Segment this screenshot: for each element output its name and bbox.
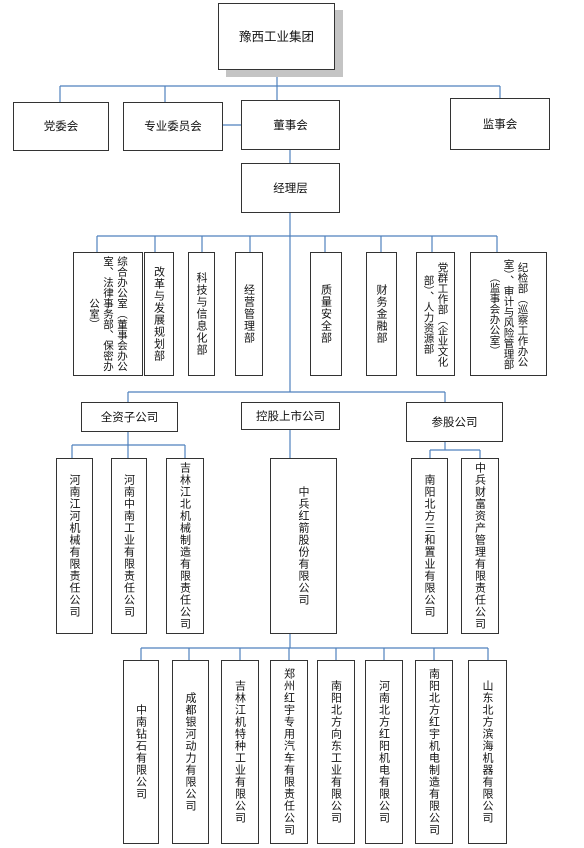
department-node: 党群工作部（企业文化部）、人力资源部 <box>416 252 455 376</box>
subsidiary-node: 郑州红宇专用汽车有限责任公司 <box>270 660 308 844</box>
company-label: 吉林江北机械制造有限责任公司 <box>178 462 192 630</box>
department-label: 财务金融部 <box>375 284 388 344</box>
department-label: 改革与发展规划部 <box>152 266 166 362</box>
party-committee-label: 党委会 <box>43 119 79 134</box>
department-node: 经营管理部 <box>235 252 263 376</box>
department-label: 综合办公室（董事会办公室、法律事务部、保密办公室） <box>88 256 128 372</box>
subsidiary-node: 南阳北方向东工业有限公司 <box>317 660 355 844</box>
root-node: 豫西工业集团 <box>218 3 335 70</box>
subsidiary-node: 河南北方红阳机电有限公司 <box>365 660 403 844</box>
department-node: 科技与信息化部 <box>188 252 215 376</box>
subsidiary-label: 郑州红宇专用汽车有限责任公司 <box>282 668 296 836</box>
company-node: 吉林江北机械制造有限责任公司 <box>166 458 204 634</box>
listed-group-node: 控股上市公司 <box>241 402 340 430</box>
board-node: 董事会 <box>241 100 340 150</box>
company-node: 河南中南工业有限责任公司 <box>111 458 147 634</box>
subsidiary-label: 吉林江机特种工业有限公司 <box>233 680 247 824</box>
listed-group-label: 控股上市公司 <box>256 408 325 423</box>
subsidiary-node: 南阳北方红宇机电制造有限公司 <box>415 660 453 844</box>
listed-company-node: 中兵红箭股份有限公司 <box>270 458 337 634</box>
company-label: 南阳北方三和置业有限公司 <box>423 474 436 618</box>
subsidiary-node: 山东北方滨海机器有限公司 <box>468 660 507 844</box>
department-label: 科技与信息化部 <box>195 272 208 356</box>
department-label: 经营管理部 <box>242 284 256 344</box>
department-label: 党群工作部（企业文化部）、人力资源部 <box>422 261 449 367</box>
management-node: 经理层 <box>241 163 340 213</box>
department-node: 改革与发展规划部 <box>144 252 174 376</box>
party-committee-node: 党委会 <box>13 102 109 151</box>
professional-committee-label: 专业委员会 <box>144 119 202 134</box>
company-node: 中兵财富资产管理有限责任公司 <box>461 458 499 634</box>
department-label: 质量安全部 <box>319 284 333 344</box>
management-label: 经理层 <box>273 180 308 195</box>
department-node: 综合办公室（董事会办公室、法律事务部、保密办公室） <box>73 252 143 376</box>
board-label: 董事会 <box>273 117 308 132</box>
department-label: 纪检部（巡察工作办公室）、审计与风险管理部（监事会办公室） <box>488 258 529 370</box>
subsidiary-label: 成都银河动力有限公司 <box>184 692 197 812</box>
company-label: 中兵财富资产管理有限责任公司 <box>473 462 487 630</box>
root-label: 豫西工业集团 <box>238 28 314 44</box>
listed-company-label: 中兵红箭股份有限公司 <box>297 486 310 606</box>
wholly-owned-group-label: 全资子公司 <box>100 409 159 424</box>
associated-group-label: 参股公司 <box>431 414 478 429</box>
supervisory-board-node: 监事会 <box>450 98 550 150</box>
supervisory-board-label: 监事会 <box>482 116 518 131</box>
subsidiary-label: 山东北方滨海机器有限公司 <box>481 680 494 824</box>
company-label: 河南江河机械有限责任公司 <box>68 474 81 618</box>
wholly-owned-group-node: 全资子公司 <box>81 402 178 432</box>
subsidiary-label: 中南钻石有限公司 <box>134 704 148 800</box>
professional-committee-node: 专业委员会 <box>123 102 223 151</box>
company-node: 河南江河机械有限责任公司 <box>56 458 93 634</box>
department-node: 财务金融部 <box>366 252 397 376</box>
company-label: 河南中南工业有限责任公司 <box>122 474 136 618</box>
subsidiary-node: 成都银河动力有限公司 <box>172 660 209 844</box>
company-node: 南阳北方三和置业有限公司 <box>411 458 448 634</box>
subsidiary-node: 吉林江机特种工业有限公司 <box>221 660 259 844</box>
department-node: 纪检部（巡察工作办公室）、审计与风险管理部（监事会办公室） <box>470 252 547 376</box>
subsidiary-label: 南阳北方红宇机电制造有限公司 <box>427 668 441 836</box>
subsidiary-label: 河南北方红阳机电有限公司 <box>377 680 391 824</box>
department-node: 质量安全部 <box>310 252 342 376</box>
subsidiary-node: 中南钻石有限公司 <box>123 660 159 844</box>
subsidiary-label: 南阳北方向东工业有限公司 <box>329 680 343 824</box>
associated-group-node: 参股公司 <box>406 402 503 442</box>
